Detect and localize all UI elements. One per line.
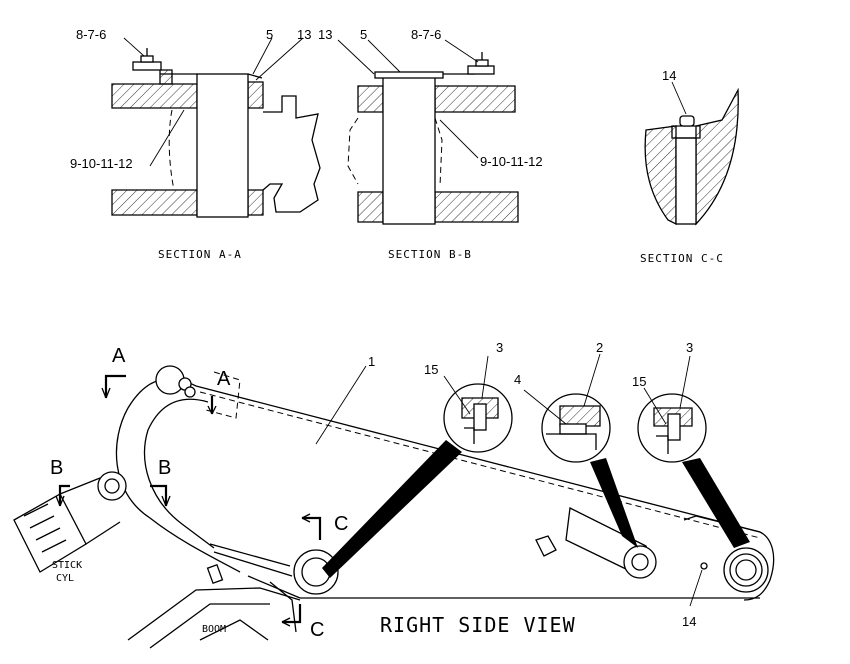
callout-bb-bearing: 9-10-11-12 xyxy=(480,154,543,169)
right-side-view: A A B B C C 1 14 3 15 xyxy=(13,340,775,649)
detail-circle-3: 3 15 xyxy=(632,340,750,548)
section-marker-b-right: B xyxy=(158,457,171,479)
section-b-b-title: SECTION B-B xyxy=(388,248,472,261)
callout-aa-shim: 13 xyxy=(297,27,311,42)
callout-aa-pin: 5 xyxy=(266,27,273,42)
caption-stick-cyl-line2: CYL xyxy=(56,573,74,584)
section-marker-c-bottom: C xyxy=(310,619,324,641)
callout-detail2-4: 4 xyxy=(514,372,521,387)
detail-circle-2: 2 4 xyxy=(514,340,638,548)
section-marker-a-right: A xyxy=(217,368,231,390)
section-marker-b-left: B xyxy=(50,457,63,479)
callout-bb-bolt: 8-7-6 xyxy=(411,27,441,42)
callout-detail3-3: 3 xyxy=(686,340,693,355)
section-a-a-view: 8-7-6 5 13 9-10-11-12 SECTION A-A xyxy=(70,27,321,261)
section-marker-a-left: A xyxy=(112,345,126,367)
callout-boom-line: 1 xyxy=(368,354,375,369)
view-title: RIGHT SIDE VIEW xyxy=(380,613,576,637)
section-c-c-title: SECTION C-C xyxy=(640,252,724,265)
callout-detail2-2: 2 xyxy=(596,340,603,355)
section-c-c-view: 14 SECTION C-C xyxy=(640,68,739,265)
callout-bb-pin: 5 xyxy=(360,27,367,42)
callout-detail1-3: 3 xyxy=(496,340,503,355)
callout-detail3-15: 15 xyxy=(632,374,646,389)
callout-aa-bolt: 8-7-6 xyxy=(76,27,106,42)
callout-grease-fitting: 14 xyxy=(682,614,696,629)
callout-bb-shim: 13 xyxy=(318,27,332,42)
section-b-b-view: 13 5 8-7-6 9-10-11-12 SECTION B-B xyxy=(318,27,543,261)
detail-circle-1: 3 15 xyxy=(322,340,513,578)
caption-stick-cyl-line1: STICK xyxy=(52,560,82,571)
callout-detail1-15: 15 xyxy=(424,362,438,377)
section-a-a-title: SECTION A-A xyxy=(158,248,242,261)
callout-cc-fitting: 14 xyxy=(662,68,676,83)
caption-boom: BOOM xyxy=(202,624,226,635)
callout-aa-bearing: 9-10-11-12 xyxy=(70,156,133,171)
section-marker-c-top: C xyxy=(334,513,348,535)
